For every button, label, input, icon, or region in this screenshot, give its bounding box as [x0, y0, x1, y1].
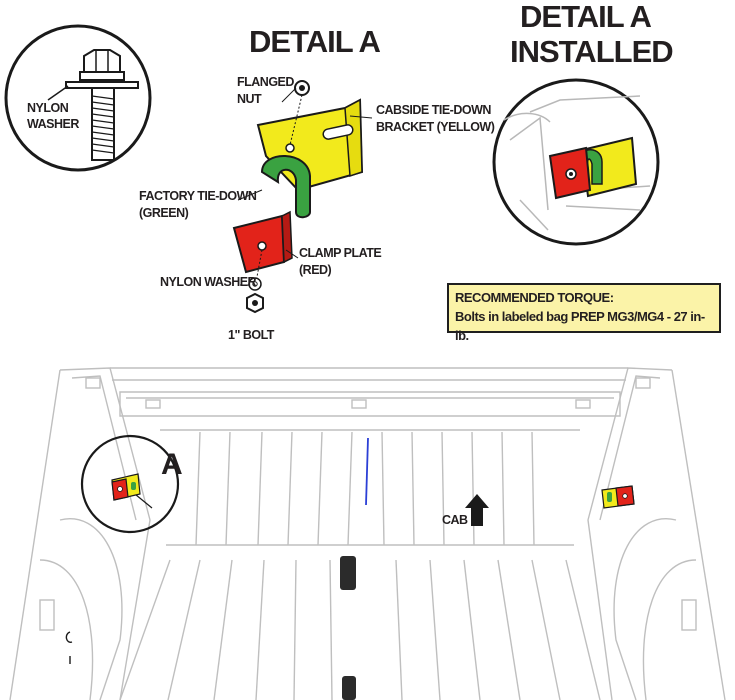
label-flanged-nut-1: FLANGED: [237, 75, 294, 89]
bolt-inset-label-1: NYLON: [27, 101, 69, 115]
bed-divider-rear: [342, 676, 356, 700]
cab-label: CAB: [442, 513, 468, 527]
label-clamp-plate-1: CLAMP PLATE: [299, 246, 381, 260]
installed-inset: [492, 78, 660, 246]
truck-bed: [9, 367, 726, 700]
torque-heading: RECOMMENDED TORQUE:: [455, 290, 614, 305]
bolt-inset-label-2: WASHER: [27, 117, 79, 131]
label-clamp-plate-2: (RED): [299, 263, 332, 277]
label-bracket-2: BRACKET (YELLOW): [376, 120, 495, 134]
detail-a-title: DETAIL A: [249, 24, 381, 59]
hook-icon: [65, 631, 73, 643]
callout-a: [80, 434, 180, 534]
blue-reference-line: [365, 437, 369, 506]
label-nylon-washer: NYLON WASHER: [160, 275, 257, 289]
green-tiedown: [260, 155, 311, 219]
cab-arrow-icon: [465, 494, 489, 526]
right-bracket: [601, 485, 635, 509]
label-flanged-nut-2: NUT: [237, 92, 262, 106]
torque-callout: RECOMMENDED TORQUE: Bolts in labeled bag…: [447, 283, 721, 343]
label-factory-tiedown-1: FACTORY TIE-DOWN: [139, 189, 257, 203]
bed-divider-front: [340, 556, 356, 590]
torque-text: Bolts in labeled bag PREP MG3/MG4 - 27 i…: [455, 309, 705, 343]
installed-title-1: DETAIL A: [520, 0, 652, 34]
callout-letter: A: [161, 448, 183, 481]
bolt-inset: NYLON WASHER: [4, 24, 152, 172]
installed-title-2: INSTALLED: [510, 34, 673, 69]
label-bracket-1: CABSIDE TIE-DOWN: [376, 103, 491, 117]
exploded-assembly: [232, 80, 373, 314]
label-bolt: 1" BOLT: [228, 328, 275, 342]
label-factory-tiedown-2: (GREEN): [139, 206, 189, 220]
